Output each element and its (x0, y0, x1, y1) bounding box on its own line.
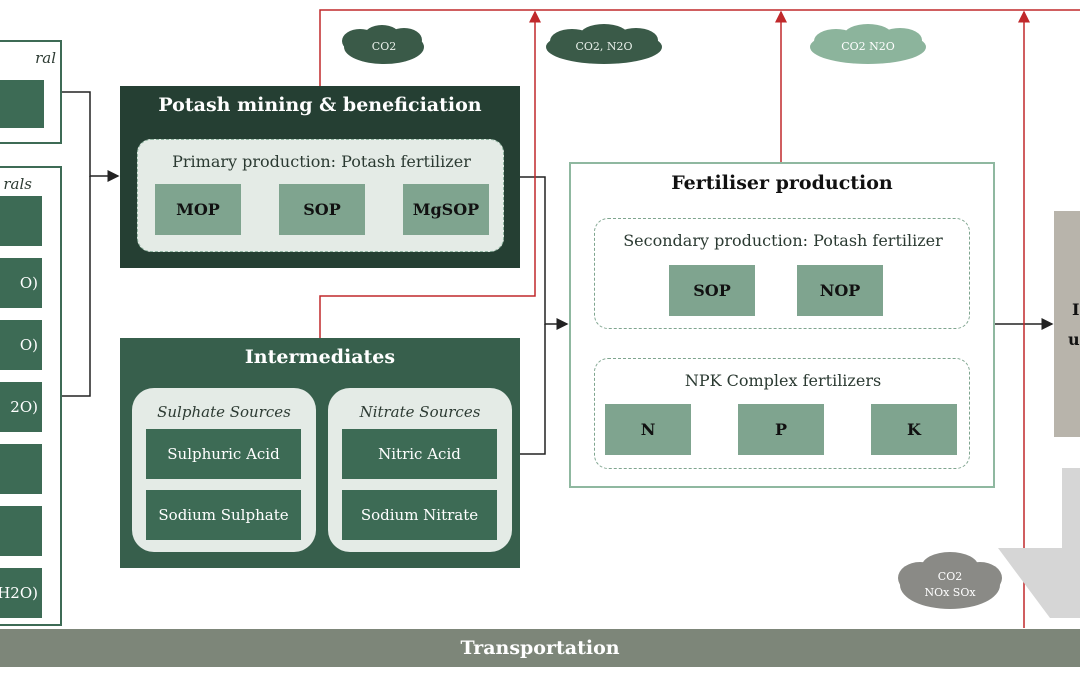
left-cell (0, 506, 42, 556)
sodium-nitrate-box: Sodium Nitrate (342, 490, 497, 540)
nop-box: NOP (797, 265, 883, 316)
potash-mining-title: Potash mining & beneficiation (158, 94, 482, 116)
grey-big-arrow (998, 468, 1080, 618)
transportation-bar: Transportation (0, 629, 1080, 667)
left-cell: O) (0, 320, 42, 370)
left-box-minerals-title: rals (3, 175, 32, 193)
left-cell: 2O) (0, 382, 42, 432)
sodium-sulphate-box: Sodium Sulphate (146, 490, 301, 540)
npk-n-box: N (605, 404, 691, 455)
primary-production-label: Primary production: Potash fertilizer (172, 152, 471, 171)
left-cell: O) (0, 258, 42, 308)
right-box-text-1: I (1072, 300, 1080, 319)
cloud-emissions-4 (898, 552, 1002, 609)
flow-left-bottom (62, 176, 91, 397)
right-grey-box (1054, 211, 1080, 437)
sulphate-sources-box: Sulphate Sources Sulphuric Acid Sodium S… (132, 388, 316, 552)
sop-box: SOP (279, 184, 365, 235)
fertiliser-production-panel: Fertiliser production Secondary producti… (569, 162, 995, 488)
sulphate-sources-label: Sulphate Sources (157, 403, 291, 421)
fertiliser-production-title: Fertiliser production (671, 172, 893, 194)
secondary-sop-box: SOP (669, 265, 755, 316)
nitrate-sources-box: Nitrate Sources Nitric Acid Sodium Nitra… (328, 388, 512, 552)
emission-line-top (319, 9, 1080, 86)
cloud-label-co2-n2o-light: CO2 N2O (841, 40, 895, 53)
cloud-label-nox-sox: NOx SOx (924, 586, 976, 599)
npk-complex-box: NPK Complex fertilizers N P K (594, 358, 970, 469)
nitrate-sources-label: Nitrate Sources (359, 403, 481, 421)
left-cell (0, 444, 42, 494)
mgsop-box: MgSOP (403, 184, 489, 235)
mop-box: MOP (155, 184, 241, 235)
cloud-label-co2-n2o: CO2, N2O (575, 40, 633, 53)
secondary-production-label: Secondary production: Potash fertilizer (623, 231, 943, 250)
left-box-minerals: rals O) O) 2O) H2O) (0, 166, 62, 626)
cloud-co2-n2o-2 (546, 24, 662, 64)
left-cell: H2O) (0, 568, 42, 618)
nitric-acid-box: Nitric Acid (342, 429, 497, 479)
flow-left-to-potash (62, 91, 120, 182)
potash-mining-panel: Potash mining & beneficiation Primary pr… (120, 86, 520, 268)
npk-k-box: K (871, 404, 957, 455)
left-box-mineral: ral (0, 40, 62, 144)
npk-p-box: P (738, 404, 824, 455)
npk-complex-label: NPK Complex fertilizers (684, 371, 882, 390)
intermediates-panel: Intermediates Sulphate Sources Sulphuric… (120, 338, 520, 568)
secondary-production-box: Secondary production: Potash fertilizer … (594, 218, 970, 329)
primary-production-box: Primary production: Potash fertilizer MO… (137, 139, 504, 252)
cloud-co2-n2o-3 (810, 24, 926, 64)
cloud-co2-1 (342, 25, 424, 64)
cloud-label-co2-b: CO2 (937, 570, 963, 583)
flow-potash-to-fert (520, 176, 569, 330)
left-box-mineral-title: ral (35, 49, 56, 67)
left-cell (0, 80, 44, 128)
flow-inter-to-fert (520, 324, 546, 455)
emission-line-inter (319, 10, 541, 338)
cloud-label-co2: CO2 (371, 40, 397, 53)
left-cell (0, 196, 42, 246)
intermediates-title: Intermediates (244, 346, 396, 368)
sulphuric-acid-box: Sulphuric Acid (146, 429, 301, 479)
right-box-text-2: u (1068, 330, 1080, 349)
